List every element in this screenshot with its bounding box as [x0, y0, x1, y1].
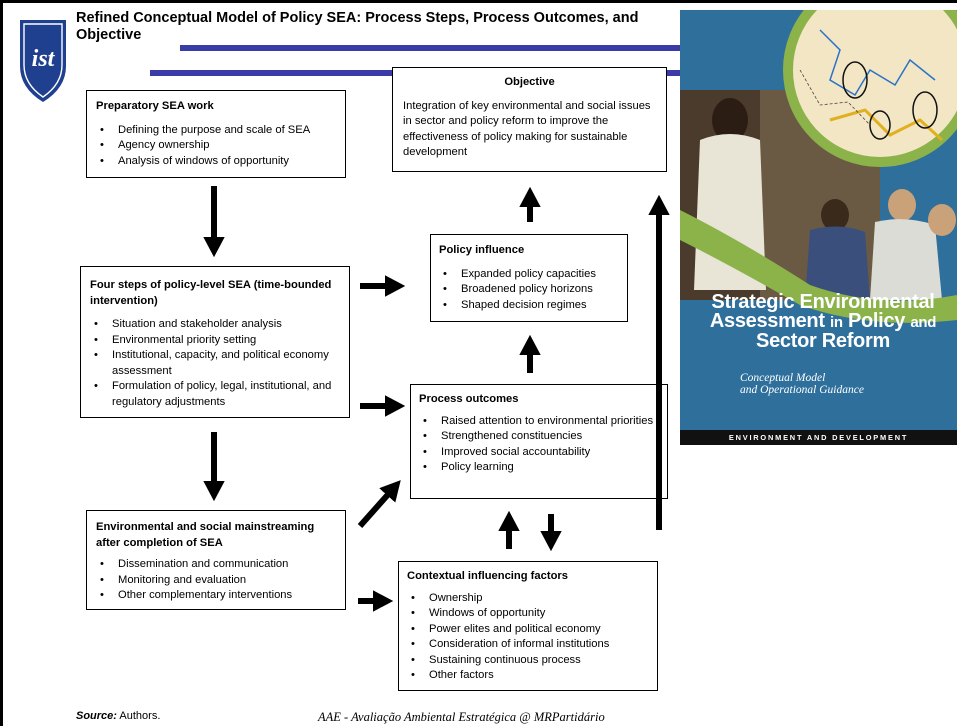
frame-top-border: [0, 0, 957, 3]
list-item: Environmental priority setting: [90, 333, 340, 349]
list-item: Raised attention to environmental priori…: [419, 414, 659, 430]
box-heading: Four steps of policy-level SEA (time-bou…: [90, 279, 332, 307]
list-item: Analysis of windows of opportunity: [96, 154, 336, 170]
four-steps-box: Four steps of policy-level SEA (time-bou…: [80, 266, 350, 418]
bullet-list: Defining the purpose and scale of SEA Ag…: [96, 123, 336, 170]
cover-person-shape: [712, 98, 748, 142]
preparatory-sea-box: Preparatory SEA work Defining the purpos…: [86, 90, 346, 178]
list-item: Agency ownership: [96, 138, 336, 154]
list-item: Power elites and political economy: [407, 622, 649, 638]
bullet-list: Expanded policy capacities Broadened pol…: [439, 267, 619, 314]
list-item: Consideration of informal institutions: [407, 637, 649, 653]
bullet-list: Ownership Windows of opportunity Power e…: [407, 591, 649, 684]
cover-person-shape: [928, 204, 956, 236]
box-heading: Contextual influencing factors: [407, 570, 568, 582]
source-text: Authors.: [116, 710, 161, 722]
list-item: Dissemination and communication: [96, 557, 336, 573]
cover-person-shape: [888, 189, 916, 221]
objective-text: Integration of key environmental and soc…: [403, 99, 651, 159]
list-item: Monitoring and evaluation: [96, 573, 336, 589]
cover-map-globe: [783, 10, 957, 167]
box-heading: Objective: [504, 76, 555, 88]
list-item: Defining the purpose and scale of SEA: [96, 123, 336, 139]
objective-box: Objective Integration of key environment…: [392, 67, 667, 172]
source-label: Source:: [76, 710, 117, 722]
frame-left-border: [0, 0, 3, 726]
list-item: Expanded policy capacities: [439, 267, 619, 283]
cover-title-line: Sector Reform: [756, 330, 890, 352]
source-note: Source: Authors.: [76, 710, 160, 722]
cover-photo-art: [680, 10, 957, 430]
cover-subtitle: Conceptual Model and Operational Guidanc…: [740, 372, 940, 396]
list-item: Strengthened constituencies: [419, 429, 659, 445]
cover-subtitle-line: Conceptual Model: [740, 372, 826, 384]
list-item: Ownership: [407, 591, 649, 607]
cover-band-bg: [680, 430, 957, 445]
list-item: Formulation of policy, legal, institutio…: [90, 379, 340, 410]
bullet-list: Situation and stakeholder analysis Envir…: [90, 317, 340, 410]
list-item: Policy learning: [419, 460, 659, 476]
mainstreaming-box: Environmental and social mainstreaming a…: [86, 510, 346, 610]
cover-series-band: ENVIRONMENT AND DEVELOPMENT: [728, 433, 909, 442]
process-outcomes-box: Process outcomes Raised attention to env…: [410, 384, 668, 499]
list-item: Situation and stakeholder analysis: [90, 317, 340, 333]
cover-title-word: in: [829, 314, 843, 331]
cover-title-word: and: [910, 314, 937, 331]
box-heading: Policy influence: [439, 244, 525, 256]
ist-logo: ist: [20, 20, 66, 102]
book-cover-image: Strategic Environmental Assessment in Po…: [680, 10, 957, 445]
list-item: Improved social accountability: [419, 445, 659, 461]
cover-title-word: Policy: [847, 310, 906, 332]
list-item: Other complementary interventions: [96, 588, 336, 604]
list-item: Shaped decision regimes: [439, 298, 619, 314]
cover-title: Strategic Environmental Assessment in Po…: [692, 291, 954, 352]
box-heading: Process outcomes: [419, 393, 519, 405]
list-item: Institutional, capacity, and political e…: [90, 348, 340, 379]
bullet-list: Raised attention to environmental priori…: [419, 414, 659, 476]
cover-person-shape: [821, 199, 849, 231]
list-item: Other factors: [407, 668, 649, 684]
box-heading: Environmental and social mainstreaming a…: [96, 521, 315, 549]
cover-subtitle-line: and Operational Guidance: [740, 384, 864, 396]
contextual-factors-box: Contextual influencing factors Ownership…: [398, 561, 658, 691]
bullet-list: Dissemination and communication Monitori…: [96, 557, 336, 604]
list-item: Windows of opportunity: [407, 606, 649, 622]
footer-credit: AAE - Avaliação Ambiental Estratégica @ …: [318, 710, 605, 724]
policy-influence-box: Policy influence Expanded policy capacit…: [430, 234, 628, 322]
cover-title-line: Strategic Environmental: [711, 291, 935, 313]
cover-title-line: Assessment in Policy and: [692, 310, 954, 332]
title-accent-bar: [180, 45, 680, 51]
arrow-mainstream-to-outcomes: [357, 480, 401, 528]
slide-title: Refined Conceptual Model of Policy SEA: …: [76, 10, 639, 43]
cover-title-word: Assessment: [709, 310, 825, 332]
list-item: Broadened policy horizons: [439, 282, 619, 298]
logo-text: ist: [32, 46, 56, 72]
list-item: Sustaining continuous process: [407, 653, 649, 669]
box-heading: Preparatory SEA work: [96, 100, 214, 112]
